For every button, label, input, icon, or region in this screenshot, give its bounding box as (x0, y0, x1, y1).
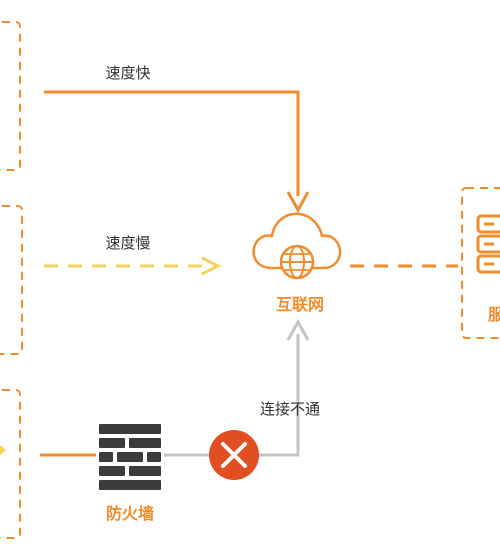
source-box-bottom (0, 389, 21, 539)
server-label: 服 (488, 305, 500, 324)
server-rack-icon (476, 214, 500, 274)
cloud-globe-icon (252, 212, 342, 280)
firewall-brick-icon (99, 424, 161, 490)
source-box-middle (0, 205, 23, 355)
slow-arrowhead (201, 256, 222, 276)
source-box-top (0, 21, 21, 171)
firewall-label: 防火墙 (106, 504, 154, 523)
source-partial-icon (0, 445, 6, 455)
blocked-arrowhead (286, 318, 310, 341)
blocked-connection-line (164, 334, 300, 457)
fast-arrowhead (286, 191, 310, 214)
slow-label: 速度慢 (105, 234, 150, 252)
fast-label: 速度快 (105, 64, 150, 82)
internet-label: 互联网 (276, 295, 324, 314)
x-circle-icon (209, 430, 259, 480)
fast-connection-line (44, 90, 300, 196)
blocked-label: 连接不通 (260, 400, 320, 418)
